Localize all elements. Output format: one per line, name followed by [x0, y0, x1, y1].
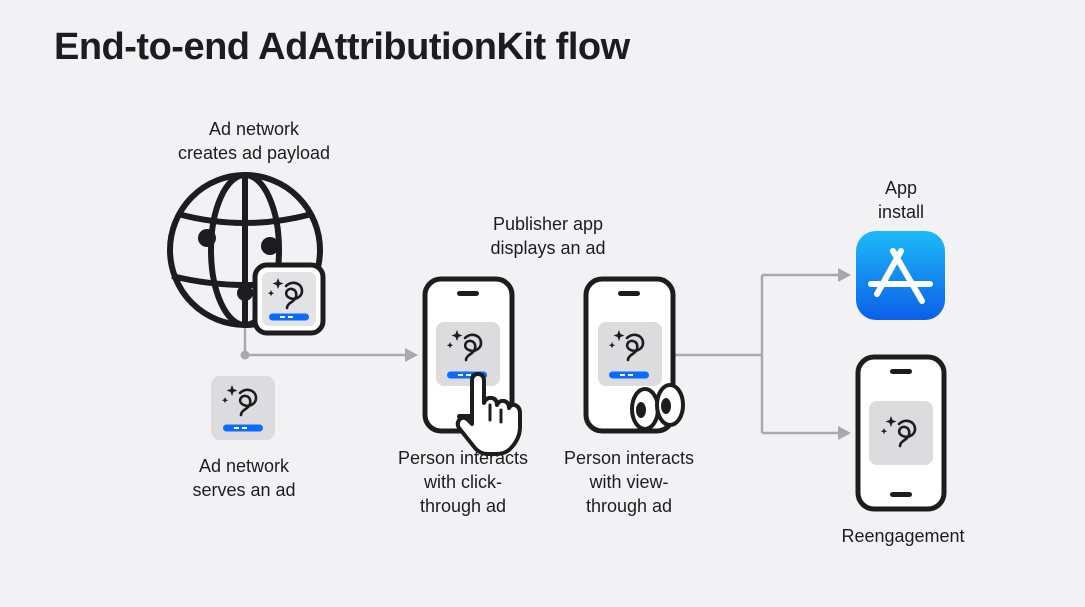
publisher-app-label: Publisher app displays an ad [490, 214, 606, 258]
ad-network-creates-label: Ad network creates ad payload [177, 119, 331, 163]
connector-lines [243, 273, 838, 435]
globe-nodes [198, 229, 279, 301]
arrow-icon [838, 426, 851, 440]
ad-payload-card [252, 262, 326, 336]
app-store-icon [856, 231, 945, 320]
app-install-label: App install [877, 178, 925, 222]
ad-card-icon [211, 376, 275, 440]
phone-icon [422, 276, 515, 434]
connector-origin-dot [240, 350, 250, 360]
eyes-icon [630, 383, 685, 431]
pointing-hand-icon [455, 372, 522, 456]
reengagement-label: Reengagement [841, 526, 965, 546]
arrow-icon [838, 268, 851, 282]
slide-title: End-to-end AdAttributionKit flow [54, 26, 630, 68]
phone-icon [855, 354, 947, 512]
ad-network-serves-label: Ad network serves an ad [192, 456, 296, 500]
view-through-label: Person interacts with view- through ad [563, 448, 695, 516]
arrow-icon [405, 348, 418, 362]
